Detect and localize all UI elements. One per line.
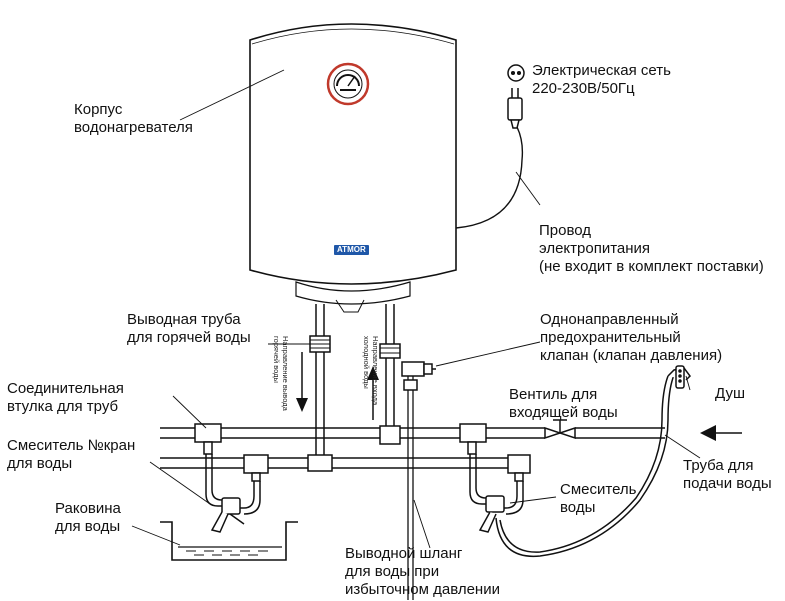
- right-mixer-icon: [478, 495, 505, 533]
- label-supply-pipe: Труба для подачи воды: [683, 457, 772, 493]
- left-mixer-tap-icon: [210, 497, 245, 533]
- label-sink-line-1: Раковина: [55, 500, 121, 517]
- thermometer-gauge-icon: [326, 62, 370, 106]
- label-pipe-coupling: Соединительная втулка для труб: [7, 380, 124, 416]
- label-heater-body: Корпус водонагревателя: [74, 101, 193, 137]
- label-drain-hose-line-3: избыточном давлении: [345, 581, 500, 598]
- hot-flow-arrow-icon: [296, 352, 308, 412]
- label-sink: Раковина для воды: [55, 500, 121, 536]
- label-safety-valve-line-2: предохранительный: [540, 329, 681, 346]
- label-heater-body-line-1: Корпус: [74, 101, 123, 118]
- hot-flow-label-line-1: Направление вывода: [281, 336, 290, 411]
- label-mixer-tap-line-1: Смеситель №кран: [7, 437, 136, 454]
- safety-valve: [401, 361, 436, 600]
- label-mixer-tap-line-2: для воды: [7, 455, 73, 472]
- label-drain-hose-line-1: Выводной шланг: [345, 545, 463, 562]
- cold-flow-arrow-icon: [367, 366, 379, 420]
- power-plug-icon: [507, 88, 523, 129]
- label-heater-body-line-2: водонагревателя: [74, 119, 193, 136]
- right-mixer-hoses: [467, 441, 524, 515]
- label-inlet-valve-line-2: входящей воды: [509, 404, 618, 421]
- label-shower: Душ: [715, 385, 746, 402]
- cold-flow-label: Направление входа холодной воды: [362, 336, 380, 405]
- label-hot-outlet-pipe: Выводная труба для горячей воды: [127, 311, 251, 347]
- sink: [160, 521, 298, 561]
- label-hot-outlet-pipe-line-1: Выводная труба: [127, 311, 241, 328]
- supply-arrow-icon: [700, 425, 742, 441]
- label-inlet-valve-line-1: Вентиль для: [509, 386, 598, 403]
- leader-lines: [131, 69, 701, 549]
- label-mixer-line-1: Смеситель: [560, 481, 637, 498]
- hot-water-outlet-pipe: [309, 304, 331, 458]
- label-mixer-line-2: воды: [560, 499, 596, 516]
- brand-logo: ATMOR: [334, 245, 369, 255]
- power-socket-icon: [507, 64, 525, 82]
- cold-flow-label-line-1: Направление входа: [371, 336, 380, 406]
- label-power-cable: Провод электропитания (не входит в компл…: [539, 222, 764, 276]
- label-mixer-tap: Смеситель №кран для воды: [7, 437, 135, 473]
- label-supply-pipe-line-2: подачи воды: [683, 475, 772, 492]
- label-power-cable-line-3: (не входит в комплект поставки): [539, 258, 764, 275]
- power-cable: [455, 124, 524, 229]
- hot-water-main-pipe: [160, 454, 531, 474]
- hot-flow-label-line-2: горячей воды: [272, 336, 281, 383]
- water-heater-tank: [249, 23, 457, 313]
- label-pipe-coupling-line-2: втулка для труб: [7, 398, 119, 415]
- label-power-cable-line-1: Провод: [539, 222, 592, 239]
- hot-flow-label: Направление вывода горячей воды: [272, 336, 290, 411]
- label-supply-pipe-line-1: Труба для: [683, 457, 754, 474]
- label-power-network-line-2: 220-230В/50Гц: [532, 80, 635, 97]
- shower-hose: [495, 374, 675, 558]
- label-safety-valve-line-1: Однонаправленный: [540, 311, 679, 328]
- inlet-valve: [544, 419, 576, 440]
- label-power-cable-line-2: электропитания: [539, 240, 651, 257]
- label-power-network: Электрическая сеть 220-230В/50Гц: [532, 62, 671, 98]
- label-safety-valve-line-3: клапан (клапан давления): [540, 347, 723, 364]
- label-inlet-valve: Вентиль для входящей воды: [509, 386, 618, 422]
- shower-head-icon: [667, 365, 691, 389]
- label-sink-line-2: для воды: [55, 518, 121, 535]
- label-pipe-coupling-line-1: Соединительная: [7, 380, 124, 397]
- label-drain-hose: Выводной шланг для воды при избыточном д…: [345, 545, 500, 599]
- label-safety-valve: Однонаправленный предохранительный клапа…: [540, 311, 722, 365]
- label-mixer: Смеситель воды: [560, 481, 636, 517]
- label-hot-outlet-pipe-line-2: для горячей воды: [127, 329, 251, 346]
- label-drain-hose-line-2: для воды при: [345, 563, 440, 580]
- cold-water-inlet-pipe: [379, 304, 401, 434]
- label-power-network-line-1: Электрическая сеть: [532, 62, 671, 79]
- cold-flow-label-line-2: холодной воды: [362, 336, 371, 389]
